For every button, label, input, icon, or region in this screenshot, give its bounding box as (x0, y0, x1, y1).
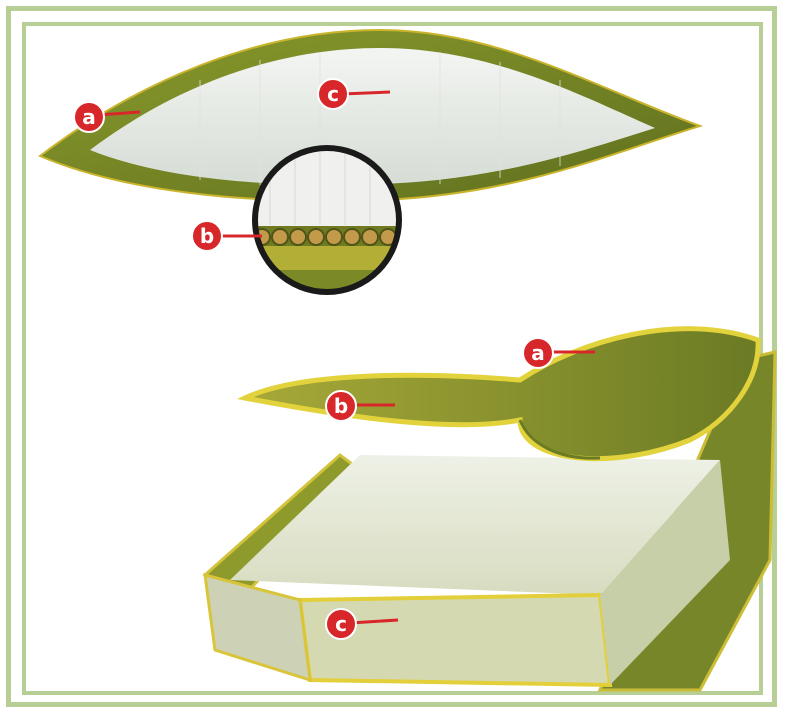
label-marker-top-b: b (192, 221, 262, 251)
gel-block-front (300, 595, 610, 685)
label-top-c-text: c (327, 82, 339, 106)
label-bottom-c-text: c (335, 612, 347, 636)
label-top-b-text: b (200, 224, 214, 248)
gel-block-left-ledge (205, 575, 310, 680)
label-bottom-a-text: a (531, 341, 545, 365)
label-top-a-text: a (82, 105, 96, 129)
leaf-3d-section (205, 329, 775, 690)
peeled-rind-flap (245, 329, 758, 459)
label-bottom-b-text: b (334, 394, 348, 418)
